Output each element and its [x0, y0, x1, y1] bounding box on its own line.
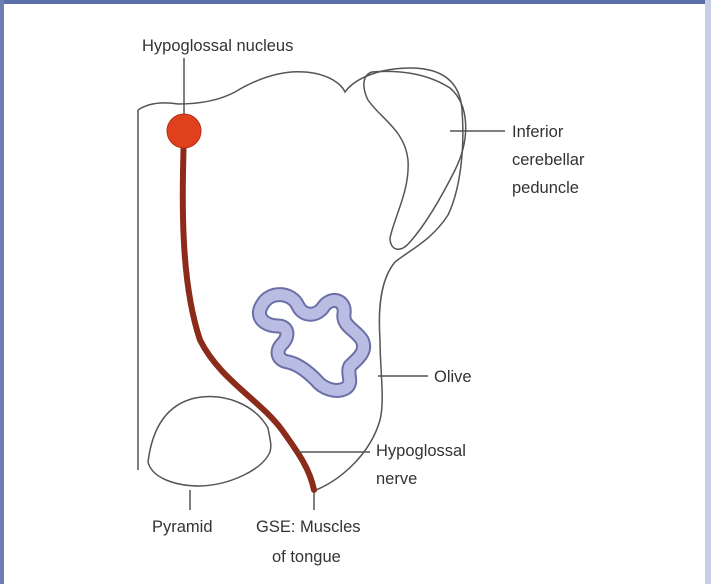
label-hypoglossal-nerve-line2: nerve: [376, 470, 417, 488]
label-olive: Olive: [434, 368, 472, 386]
inferior-cerebellar-peduncle-shape: [364, 71, 466, 249]
label-inferior-line3: peduncle: [512, 179, 579, 197]
label-gse-line1: GSE: Muscles: [256, 518, 361, 536]
label-gse-line2: of tongue: [272, 548, 341, 566]
hypoglossal-nucleus-dot: [167, 114, 201, 148]
label-hypoglossal-nerve-line1: Hypoglossal: [376, 442, 466, 460]
pyramid-shape: [148, 397, 271, 486]
label-inferior-line2: cerebellar: [512, 151, 585, 169]
label-inferior-line1: Inferior: [512, 123, 564, 141]
label-pyramid: Pyramid: [152, 518, 213, 536]
label-hypoglossal-nucleus: Hypoglossal nucleus: [142, 37, 293, 55]
